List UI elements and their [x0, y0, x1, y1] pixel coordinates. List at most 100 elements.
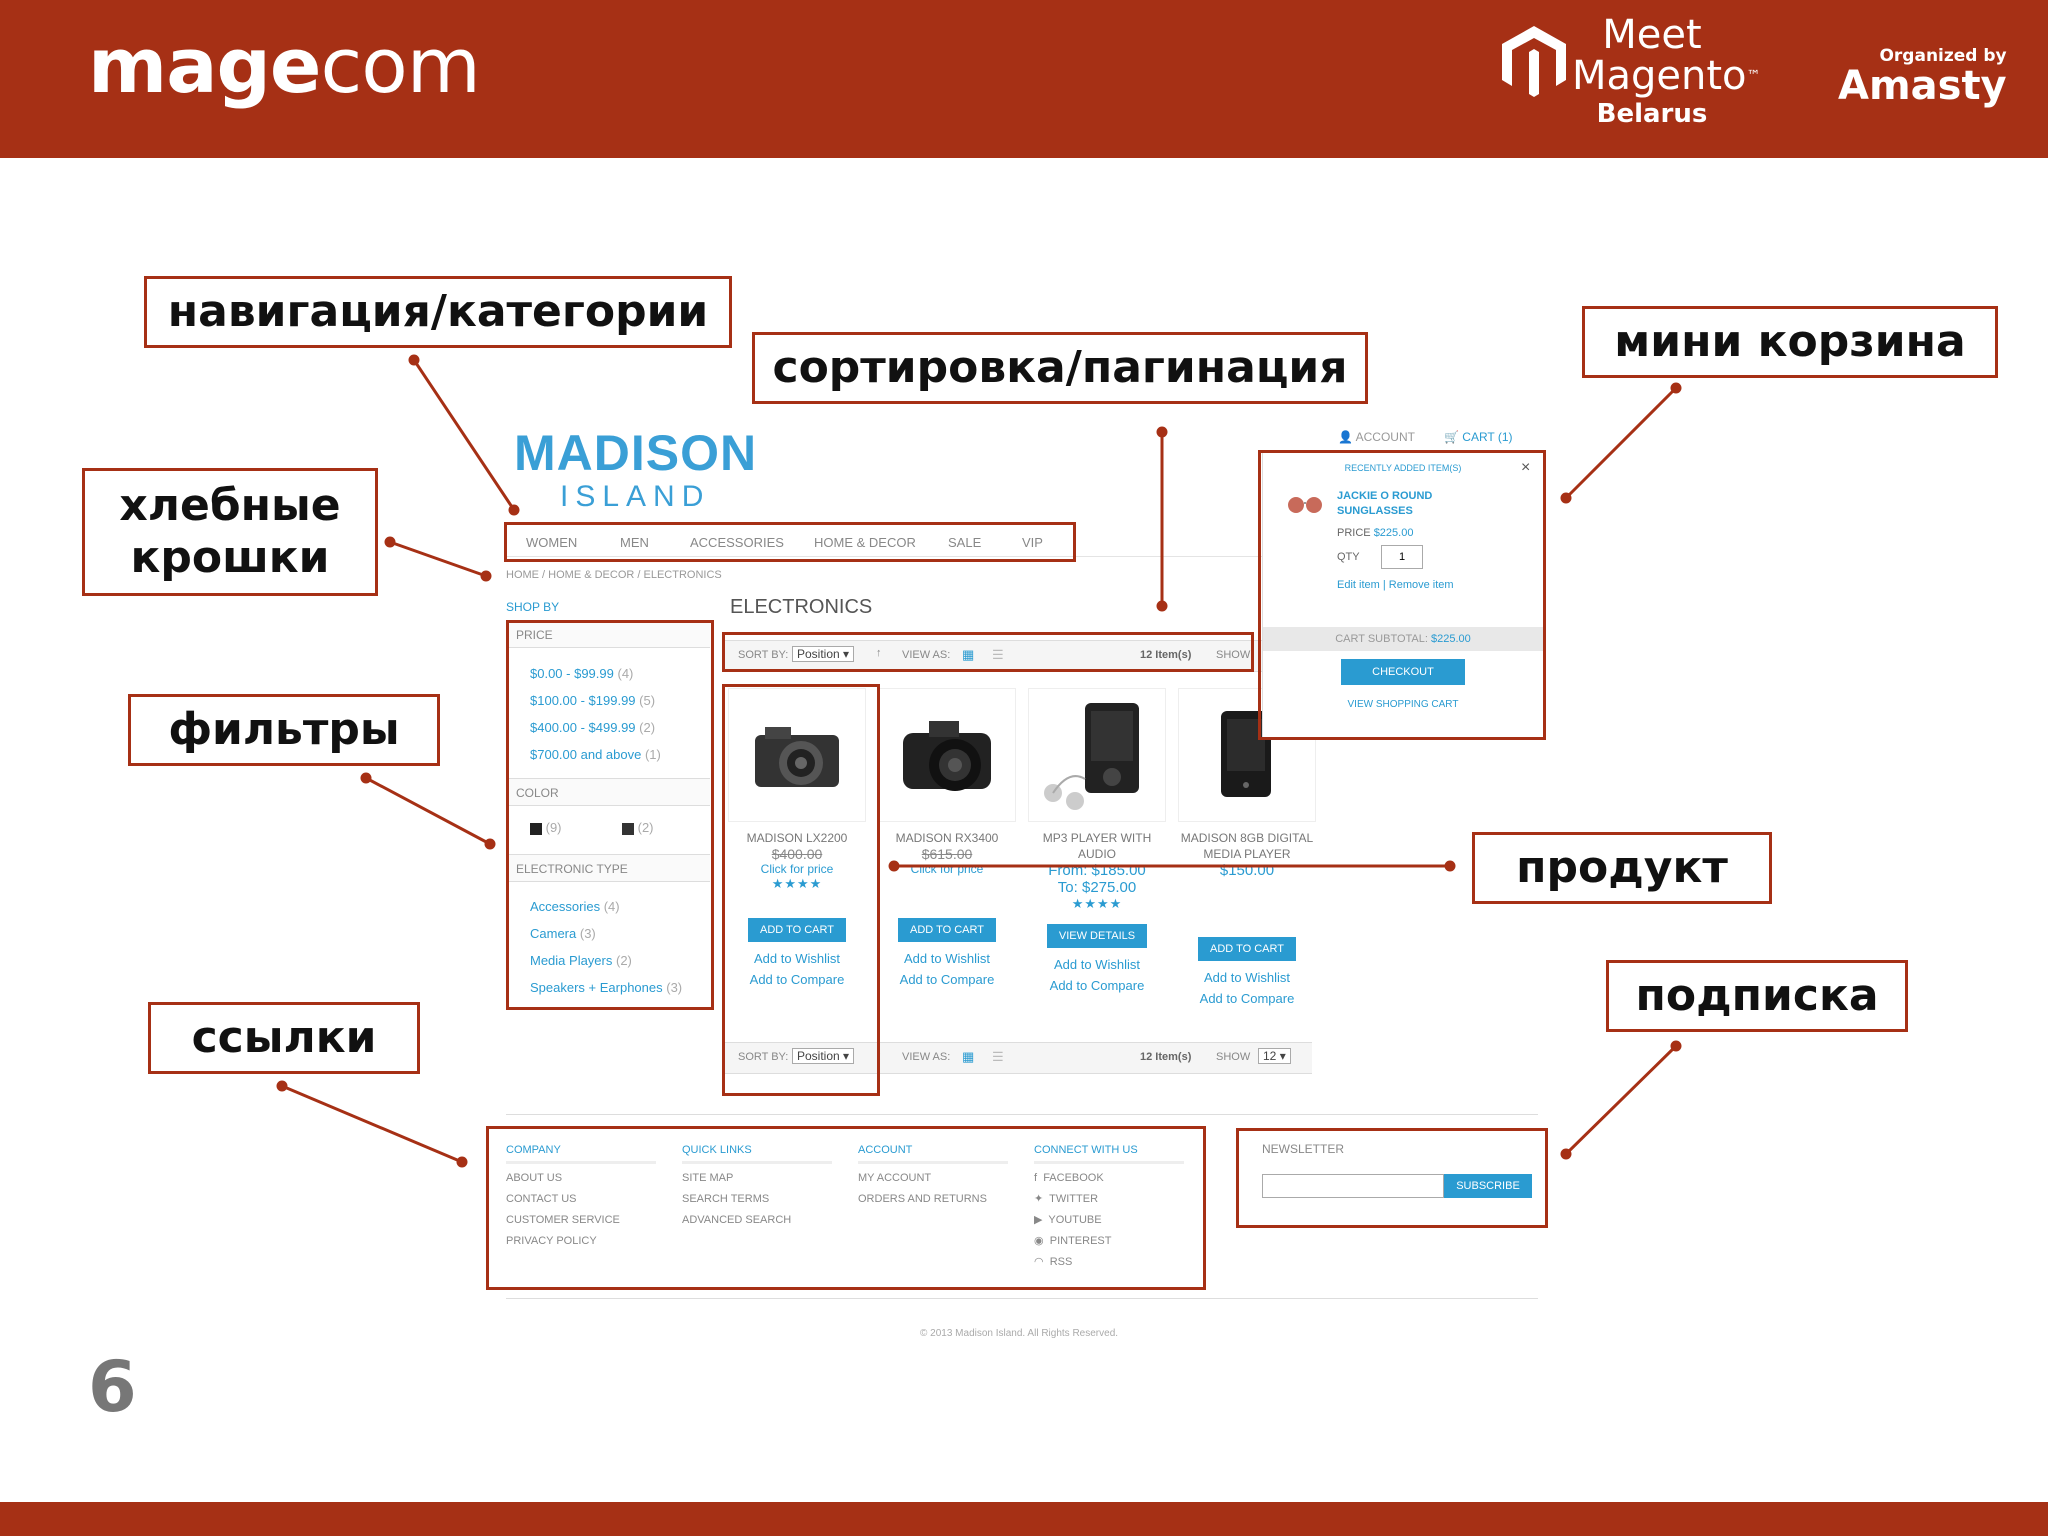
- callout-navigation: навигация/категории: [144, 276, 732, 348]
- subscribe-button[interactable]: SUBSCRIBE: [1444, 1174, 1532, 1198]
- price-filter-item[interactable]: $100.00 - $199.99 (5): [530, 693, 656, 708]
- sort-by-label: SORT BY:: [738, 1051, 789, 1063]
- add-to-cart-button[interactable]: ADD TO CART: [748, 918, 846, 942]
- type-filter-item[interactable]: Camera (3): [530, 926, 596, 941]
- footer-link[interactable]: SEARCH TERMS: [682, 1193, 770, 1205]
- remove-item-link[interactable]: Remove item: [1388, 579, 1454, 591]
- add-to-wishlist-link[interactable]: Add to Wishlist: [904, 951, 990, 966]
- shop-by-title: SHOP BY: [506, 600, 560, 614]
- type-filter-item[interactable]: Media Players (2): [530, 953, 632, 968]
- account-link[interactable]: 👤 ACCOUNT: [1338, 430, 1415, 444]
- color-swatch-black[interactable]: (9): [530, 820, 562, 835]
- newsletter-email-input[interactable]: [1262, 1174, 1444, 1198]
- cart-icon: 🛒: [1444, 430, 1459, 444]
- store-logo-top[interactable]: MADISON: [514, 425, 758, 481]
- nav-men[interactable]: MEN: [620, 535, 649, 550]
- list-view-icon[interactable]: ☰: [992, 647, 1004, 662]
- highlight-filters: [506, 620, 714, 1010]
- product-image[interactable]: [878, 688, 1016, 822]
- type-filter-item[interactable]: Accessories (4): [530, 899, 620, 914]
- footer-col-title: CONNECT WITH US: [1034, 1140, 1184, 1164]
- edit-item-link[interactable]: Edit item: [1337, 579, 1380, 591]
- add-to-wishlist-link[interactable]: Add to Wishlist: [1054, 957, 1140, 972]
- rss-icon: ◠: [1034, 1256, 1044, 1268]
- footer-link[interactable]: ORDERS AND RETURNS: [858, 1193, 987, 1205]
- footer-link[interactable]: CUSTOMER SERVICE: [506, 1214, 620, 1226]
- add-to-compare-link[interactable]: Add to Compare: [1199, 991, 1295, 1006]
- price-filter-item[interactable]: $700.00 and above (1): [530, 747, 661, 762]
- footer-link[interactable]: f FACEBOOK: [1034, 1172, 1104, 1184]
- product-card[interactable]: MADISON 8GB DIGITAL MEDIA PLAYER $150.00…: [1178, 688, 1316, 1009]
- footer-col-title: COMPANY: [506, 1140, 656, 1164]
- footer-link[interactable]: ABOUT US: [506, 1172, 563, 1184]
- store-logo-bottom[interactable]: ISLAND: [560, 480, 711, 513]
- footer-link[interactable]: ◉ PINTEREST: [1034, 1235, 1112, 1247]
- product-name[interactable]: MADISON LX2200: [746, 831, 848, 845]
- product-card[interactable]: MADISON LX2200 $400.00 Click for price ★…: [728, 688, 866, 990]
- nav-home-decor[interactable]: HOME & DECOR: [814, 535, 916, 550]
- product-name[interactable]: MADISON 8GB DIGITAL MEDIA PLAYER: [1180, 831, 1314, 861]
- nav-sale[interactable]: SALE: [948, 535, 982, 550]
- footer-link[interactable]: ADVANCED SEARCH: [682, 1214, 792, 1226]
- footer-link[interactable]: CONTACT US: [506, 1193, 577, 1205]
- breadcrumb[interactable]: HOME / HOME & DECOR / ELECTRONICS: [506, 569, 722, 581]
- cart-link[interactable]: 🛒 CART (1): [1444, 430, 1513, 444]
- footer-col-connect: CONNECT WITH US f FACEBOOK ✦ TWITTER ▶ Y…: [1034, 1140, 1184, 1273]
- list-view-icon[interactable]: ☰: [992, 1049, 1004, 1064]
- cart-subtotal-bar: CART SUBTOTAL: $225.00: [1263, 627, 1543, 651]
- add-to-wishlist-link[interactable]: Add to Wishlist: [1204, 970, 1290, 985]
- grid-view-icon[interactable]: ▦: [962, 1049, 975, 1064]
- color-swatch-dark[interactable]: (2): [622, 820, 654, 835]
- close-icon[interactable]: ×: [1521, 459, 1531, 476]
- nav-accessories[interactable]: ACCESSORIES: [690, 535, 784, 550]
- nav-women[interactable]: WOMEN: [526, 535, 578, 550]
- sort-select[interactable]: Position ▾: [792, 646, 855, 662]
- add-to-compare-link[interactable]: Add to Compare: [1049, 978, 1145, 993]
- product-name[interactable]: MADISON RX3400: [895, 831, 999, 845]
- minicart-item-name[interactable]: JACKIE O ROUND SUNGLASSES: [1337, 490, 1433, 517]
- show-label: SHOW: [1216, 649, 1251, 661]
- product-name[interactable]: MP3 PLAYER WITH AUDIO: [1042, 831, 1152, 861]
- toolbar-top: SORT BY: Position ▾ ↑ VIEW AS: ▦ ☰ 12 It…: [722, 640, 1316, 672]
- filter-type-title[interactable]: ELECTRONIC TYPE: [508, 854, 710, 882]
- footer-link[interactable]: PRIVACY POLICY: [506, 1235, 597, 1247]
- add-to-compare-link[interactable]: Add to Compare: [749, 972, 845, 987]
- product-card[interactable]: MADISON RX3400 $615.00 Click for price A…: [878, 688, 1016, 990]
- price-filter-item[interactable]: $0.00 - $99.99 (4): [530, 666, 634, 681]
- click-for-price-link[interactable]: Click for price: [910, 862, 984, 876]
- product-price-to: To: $275.00: [1057, 879, 1137, 896]
- sunglasses-thumbnail[interactable]: [1285, 489, 1325, 519]
- click-for-price-link[interactable]: Click for price: [760, 862, 834, 876]
- add-to-cart-button[interactable]: ADD TO CART: [1198, 937, 1296, 961]
- type-filter-item[interactable]: Speakers + Earphones (3): [530, 980, 683, 995]
- footer-link[interactable]: ◠ RSS: [1034, 1256, 1073, 1268]
- view-details-button[interactable]: VIEW DETAILS: [1046, 924, 1148, 948]
- product-price: $150.00: [1219, 862, 1275, 879]
- footer-col-title: ACCOUNT: [858, 1140, 1008, 1164]
- product-card[interactable]: MP3 PLAYER WITH AUDIO From: $185.00 To: …: [1028, 688, 1166, 996]
- sort-direction-icon[interactable]: ↑: [876, 647, 882, 659]
- add-to-compare-link[interactable]: Add to Compare: [899, 972, 995, 987]
- footer-link[interactable]: ▶ YOUTUBE: [1034, 1214, 1102, 1226]
- add-to-wishlist-link[interactable]: Add to Wishlist: [754, 951, 840, 966]
- footer-link[interactable]: ✦ TWITTER: [1034, 1193, 1099, 1205]
- footer-link[interactable]: MY ACCOUNT: [858, 1172, 932, 1184]
- checkout-button[interactable]: CHECKOUT: [1341, 659, 1465, 685]
- product-image[interactable]: [728, 688, 866, 822]
- show-select[interactable]: 12 ▾: [1258, 1048, 1291, 1064]
- sort-select[interactable]: Position ▾: [792, 1048, 855, 1064]
- price-filter-item[interactable]: $400.00 - $499.99 (2): [530, 720, 656, 735]
- filter-color-title[interactable]: COLOR: [508, 778, 710, 806]
- twitter-icon: ✦: [1034, 1193, 1044, 1205]
- items-count: 12 Item(s): [1140, 1051, 1192, 1063]
- callout-sorting: сортировка/пагинация: [752, 332, 1368, 404]
- add-to-cart-button[interactable]: ADD TO CART: [898, 918, 996, 942]
- product-image[interactable]: [1028, 688, 1166, 822]
- filter-price-title[interactable]: PRICE: [508, 620, 710, 648]
- nav-vip[interactable]: VIP: [1022, 535, 1043, 550]
- view-cart-link[interactable]: VIEW SHOPPING CART: [1347, 699, 1459, 710]
- qty-input[interactable]: 1: [1381, 545, 1423, 569]
- grid-view-icon[interactable]: ▦: [962, 647, 975, 662]
- footer-link[interactable]: SITE MAP: [682, 1172, 734, 1184]
